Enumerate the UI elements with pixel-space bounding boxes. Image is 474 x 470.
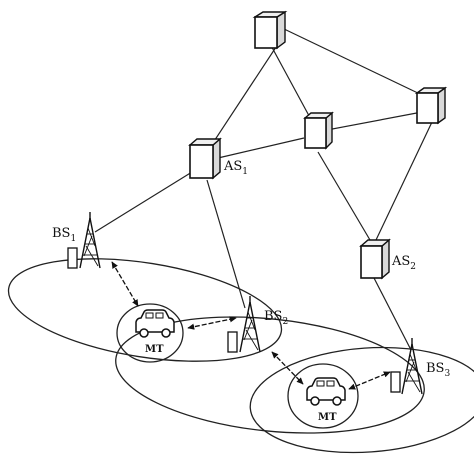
antenna-tower-icon xyxy=(227,296,261,353)
as1-label: AS1 xyxy=(223,159,248,177)
double-arrow-icon xyxy=(111,261,139,307)
server-icon xyxy=(303,111,334,150)
link-as1-to-middle-server xyxy=(217,137,305,159)
bs3-label-sub: 3 xyxy=(444,369,450,379)
server-icon xyxy=(359,238,391,280)
bs1-label-main: BS xyxy=(52,226,70,241)
bs2-label-sub: 2 xyxy=(282,317,288,327)
double-arrow-icon xyxy=(187,316,237,330)
link-as1-to-bs2 xyxy=(206,179,246,309)
coverage-cell-bs1 xyxy=(7,258,283,362)
bs2-label: BS2 xyxy=(264,309,288,327)
server-icon xyxy=(252,10,288,50)
double-arrow-icon xyxy=(348,371,391,390)
link-top-to-middle-server xyxy=(267,39,315,126)
antenna-tower-icon xyxy=(390,338,423,395)
car-icon xyxy=(135,309,175,338)
coverage-cell-bs3 xyxy=(249,346,474,454)
bs3-label: BS3 xyxy=(426,361,450,379)
server-as1: AS1 xyxy=(188,137,248,180)
link-as2-to-bs3 xyxy=(373,277,412,351)
mt1-cell xyxy=(116,303,184,363)
mt1-label: MT xyxy=(145,344,164,355)
as2-label-main: AS xyxy=(391,254,410,269)
base-station-bs2: BS2 xyxy=(227,296,288,353)
as2-label-sub: 2 xyxy=(410,262,416,272)
link-right-to-middle-server xyxy=(326,111,423,131)
radio-links xyxy=(111,261,391,390)
as1-label-sub: 1 xyxy=(242,167,248,177)
link-as1-to-bs1 xyxy=(94,171,193,233)
bs1-label-sub: 1 xyxy=(70,234,76,244)
as2-label: AS2 xyxy=(391,254,416,272)
car-icon xyxy=(306,377,346,406)
antenna-tower-icon xyxy=(67,212,101,269)
server-icon xyxy=(188,137,222,180)
server-as2: AS2 xyxy=(359,238,416,280)
server-top xyxy=(252,10,288,50)
server-right xyxy=(414,86,448,125)
mobile-terminal-mt1: MT xyxy=(135,309,175,355)
mobile-terminal-mt2: MT xyxy=(306,377,346,423)
network-links xyxy=(94,27,433,351)
link-middle-to-as2 xyxy=(317,151,371,241)
mt2-label: MT xyxy=(318,412,337,423)
server-icon xyxy=(414,86,448,125)
link-top-to-left-server xyxy=(202,37,283,159)
link-top-to-right-server xyxy=(281,27,423,96)
bs3-label-main: BS xyxy=(426,361,444,376)
base-station-bs3: BS3 xyxy=(390,338,450,395)
bs1-label: BS1 xyxy=(52,226,76,244)
mt2-cell xyxy=(287,363,359,429)
base-station-bs1: BS1 xyxy=(52,212,101,269)
link-right-to-as2 xyxy=(375,121,433,241)
as1-label-main: AS xyxy=(223,159,242,174)
bs2-label-main: BS xyxy=(264,309,282,324)
double-arrow-icon xyxy=(271,351,304,385)
server-middle xyxy=(303,111,334,150)
